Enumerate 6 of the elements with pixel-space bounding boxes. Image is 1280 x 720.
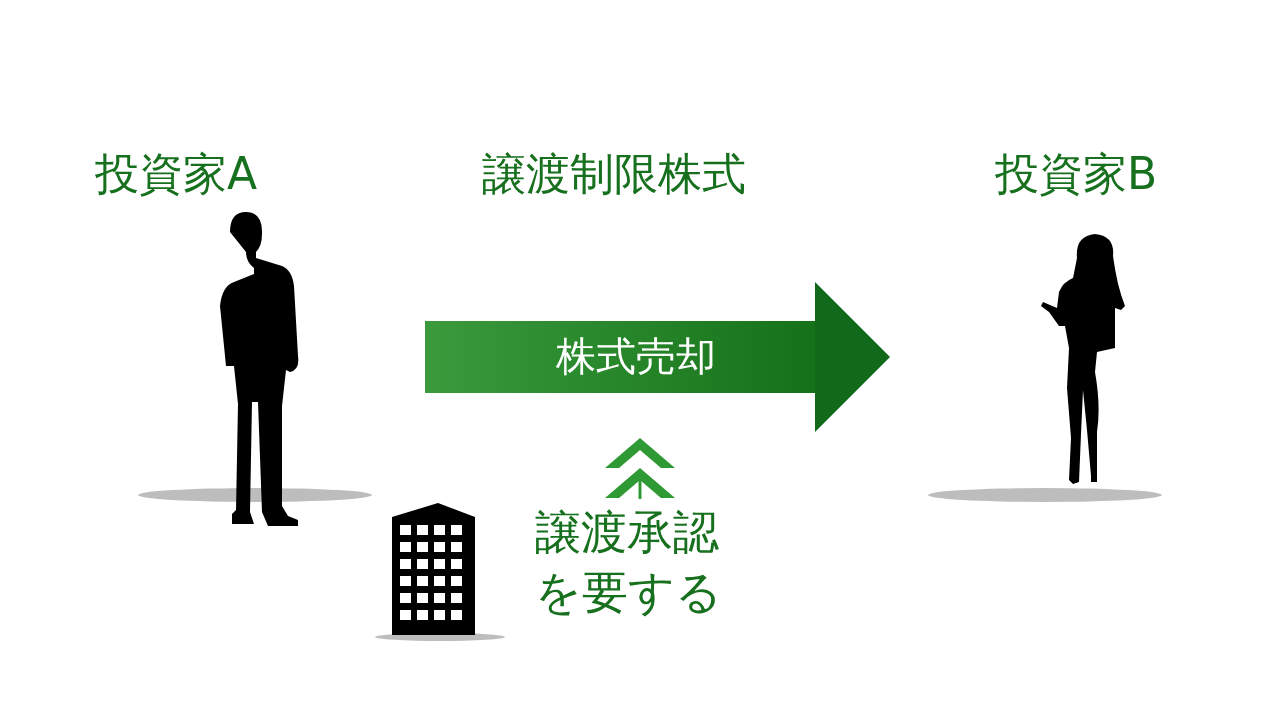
person-label: 投資家A <box>95 152 258 196</box>
person-label: 投資家B <box>995 152 1158 196</box>
diagram-title: 譲渡制限株式 <box>482 152 746 196</box>
arrow <box>425 282 890 432</box>
approval-note: 譲渡承認を要する <box>535 504 723 621</box>
edge-label: 株式売却 <box>556 336 716 376</box>
